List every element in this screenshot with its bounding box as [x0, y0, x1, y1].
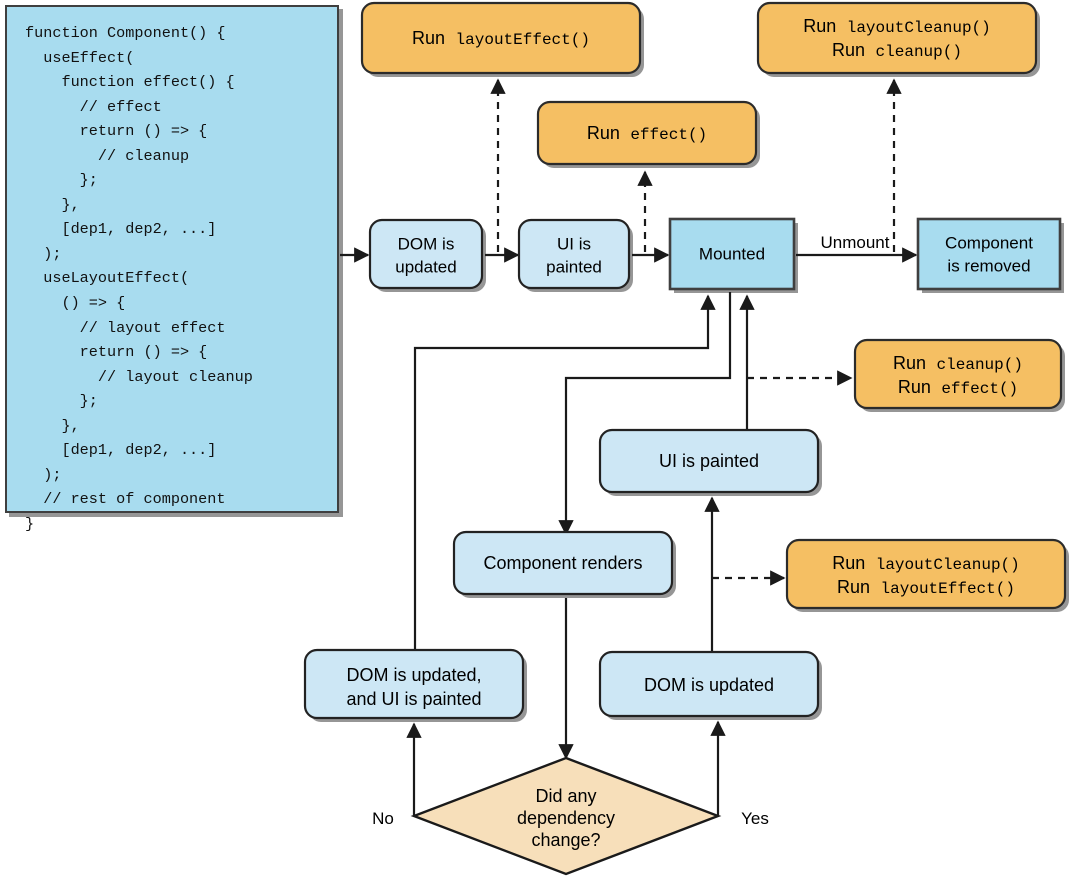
node-mounted: Mounted — [668, 217, 796, 291]
mounted-label: Mounted — [699, 244, 765, 263]
dom-updated-ui-painted-line2: and UI is painted — [346, 689, 481, 709]
node-component-renders: Component renders — [452, 530, 674, 596]
run-effect-run: Run — [587, 123, 620, 143]
run-effect-fn: effect() — [630, 126, 707, 144]
component-renders-label: Component renders — [483, 553, 642, 573]
edge-label-yes: Yes — [741, 809, 769, 828]
decision-line1: Did any — [535, 786, 596, 806]
node-component-is-removed: Component is removed — [916, 217, 1062, 291]
run-cleanup-effect-fn-2: effect() — [941, 380, 1018, 398]
component-source-code-text: function Component() { useEffect( functi… — [25, 24, 253, 533]
run-layout-cleanup-layout-effect-fn-1: layoutCleanup() — [876, 556, 1020, 574]
svg-text:Run effect(): Run effect() — [587, 123, 707, 144]
component-is-removed-line2: is removed — [947, 256, 1030, 275]
node-decision-dependency-change: Did any dependency change? — [410, 756, 722, 876]
svg-text:Run effect(): Run effect() — [898, 377, 1018, 398]
node-dom-updated-ui-painted: DOM is updated, and UI is painted — [303, 648, 525, 720]
run-layout-effect-fn: layoutEffect() — [456, 31, 590, 49]
ui-is-painted-mid-label: UI is painted — [659, 451, 759, 471]
svg-text:Run cleanup(): Run cleanup() — [832, 40, 962, 61]
run-layout-effect-run: Run — [412, 28, 445, 48]
dom-is-updated-top-line1: DOM is — [398, 234, 455, 253]
component-source-code-panel: function Component() { useEffect( functi… — [5, 5, 339, 533]
edge-domui-to-mounted — [413, 294, 716, 654]
svg-text:Run layoutEffect(): Run layoutEffect() — [837, 577, 1015, 598]
svg-text:Run layoutEffect(): Run layoutEffect() — [412, 28, 590, 49]
dom-is-updated-top-line2: updated — [395, 257, 456, 276]
component-is-removed-line1: Component — [945, 233, 1033, 252]
connector-layer — [340, 247, 918, 815]
node-run-layout-cleanup-layout-effect: Run layoutCleanup() Run layoutEffect() — [785, 538, 1067, 610]
run-layout-cleanup-run-2: Run — [832, 40, 865, 60]
ui-is-painted-top-line2: painted — [546, 257, 602, 276]
edge-label-no: No — [372, 809, 394, 828]
run-layout-cleanup-fn-2: cleanup() — [876, 43, 962, 61]
dashed-connector-layer — [490, 78, 902, 586]
svg-text:Run layoutCleanup(): Run layoutCleanup() — [803, 16, 991, 37]
dom-is-updated-bottom-label: DOM is updated — [644, 675, 774, 695]
run-layout-cleanup-layout-effect-run-2: Run — [837, 577, 870, 597]
node-ui-is-painted-top: UI is painted — [517, 218, 631, 290]
run-layout-cleanup-fn-1: layoutCleanup() — [847, 19, 991, 37]
dom-updated-ui-painted-line1: DOM is updated, — [346, 665, 481, 685]
node-ui-is-painted-mid: UI is painted — [598, 428, 820, 494]
decision-line3: change? — [531, 830, 600, 850]
svg-text:Run cleanup(): Run cleanup() — [893, 353, 1023, 374]
edge-mounted-to-component-renders — [558, 292, 732, 536]
run-layout-cleanup-layout-effect-fn-2: layoutEffect() — [881, 580, 1015, 598]
run-cleanup-effect-fn-1: cleanup() — [937, 356, 1023, 374]
node-run-effect: Run effect() — [536, 100, 758, 166]
node-dom-is-updated-top: DOM is updated — [368, 218, 484, 290]
decision-line2: dependency — [517, 808, 615, 828]
node-run-layout-cleanup-cleanup: Run layoutCleanup() Run cleanup() — [756, 1, 1038, 75]
node-run-cleanup-effect: Run cleanup() Run effect() — [853, 338, 1063, 410]
ui-is-painted-top-line1: UI is — [557, 234, 591, 253]
run-layout-cleanup-layout-effect-run-1: Run — [832, 553, 865, 573]
edge-label-unmount: Unmount — [821, 233, 890, 252]
run-cleanup-effect-run-1: Run — [893, 353, 926, 373]
svg-text:Run layoutCleanup(): Run layoutCleanup() — [832, 553, 1020, 574]
node-dom-is-updated-bottom: DOM is updated — [598, 650, 820, 718]
node-run-layout-effect: Run layoutEffect() — [360, 1, 642, 75]
run-cleanup-effect-run-2: Run — [898, 377, 931, 397]
run-layout-cleanup-run-1: Run — [803, 16, 836, 36]
